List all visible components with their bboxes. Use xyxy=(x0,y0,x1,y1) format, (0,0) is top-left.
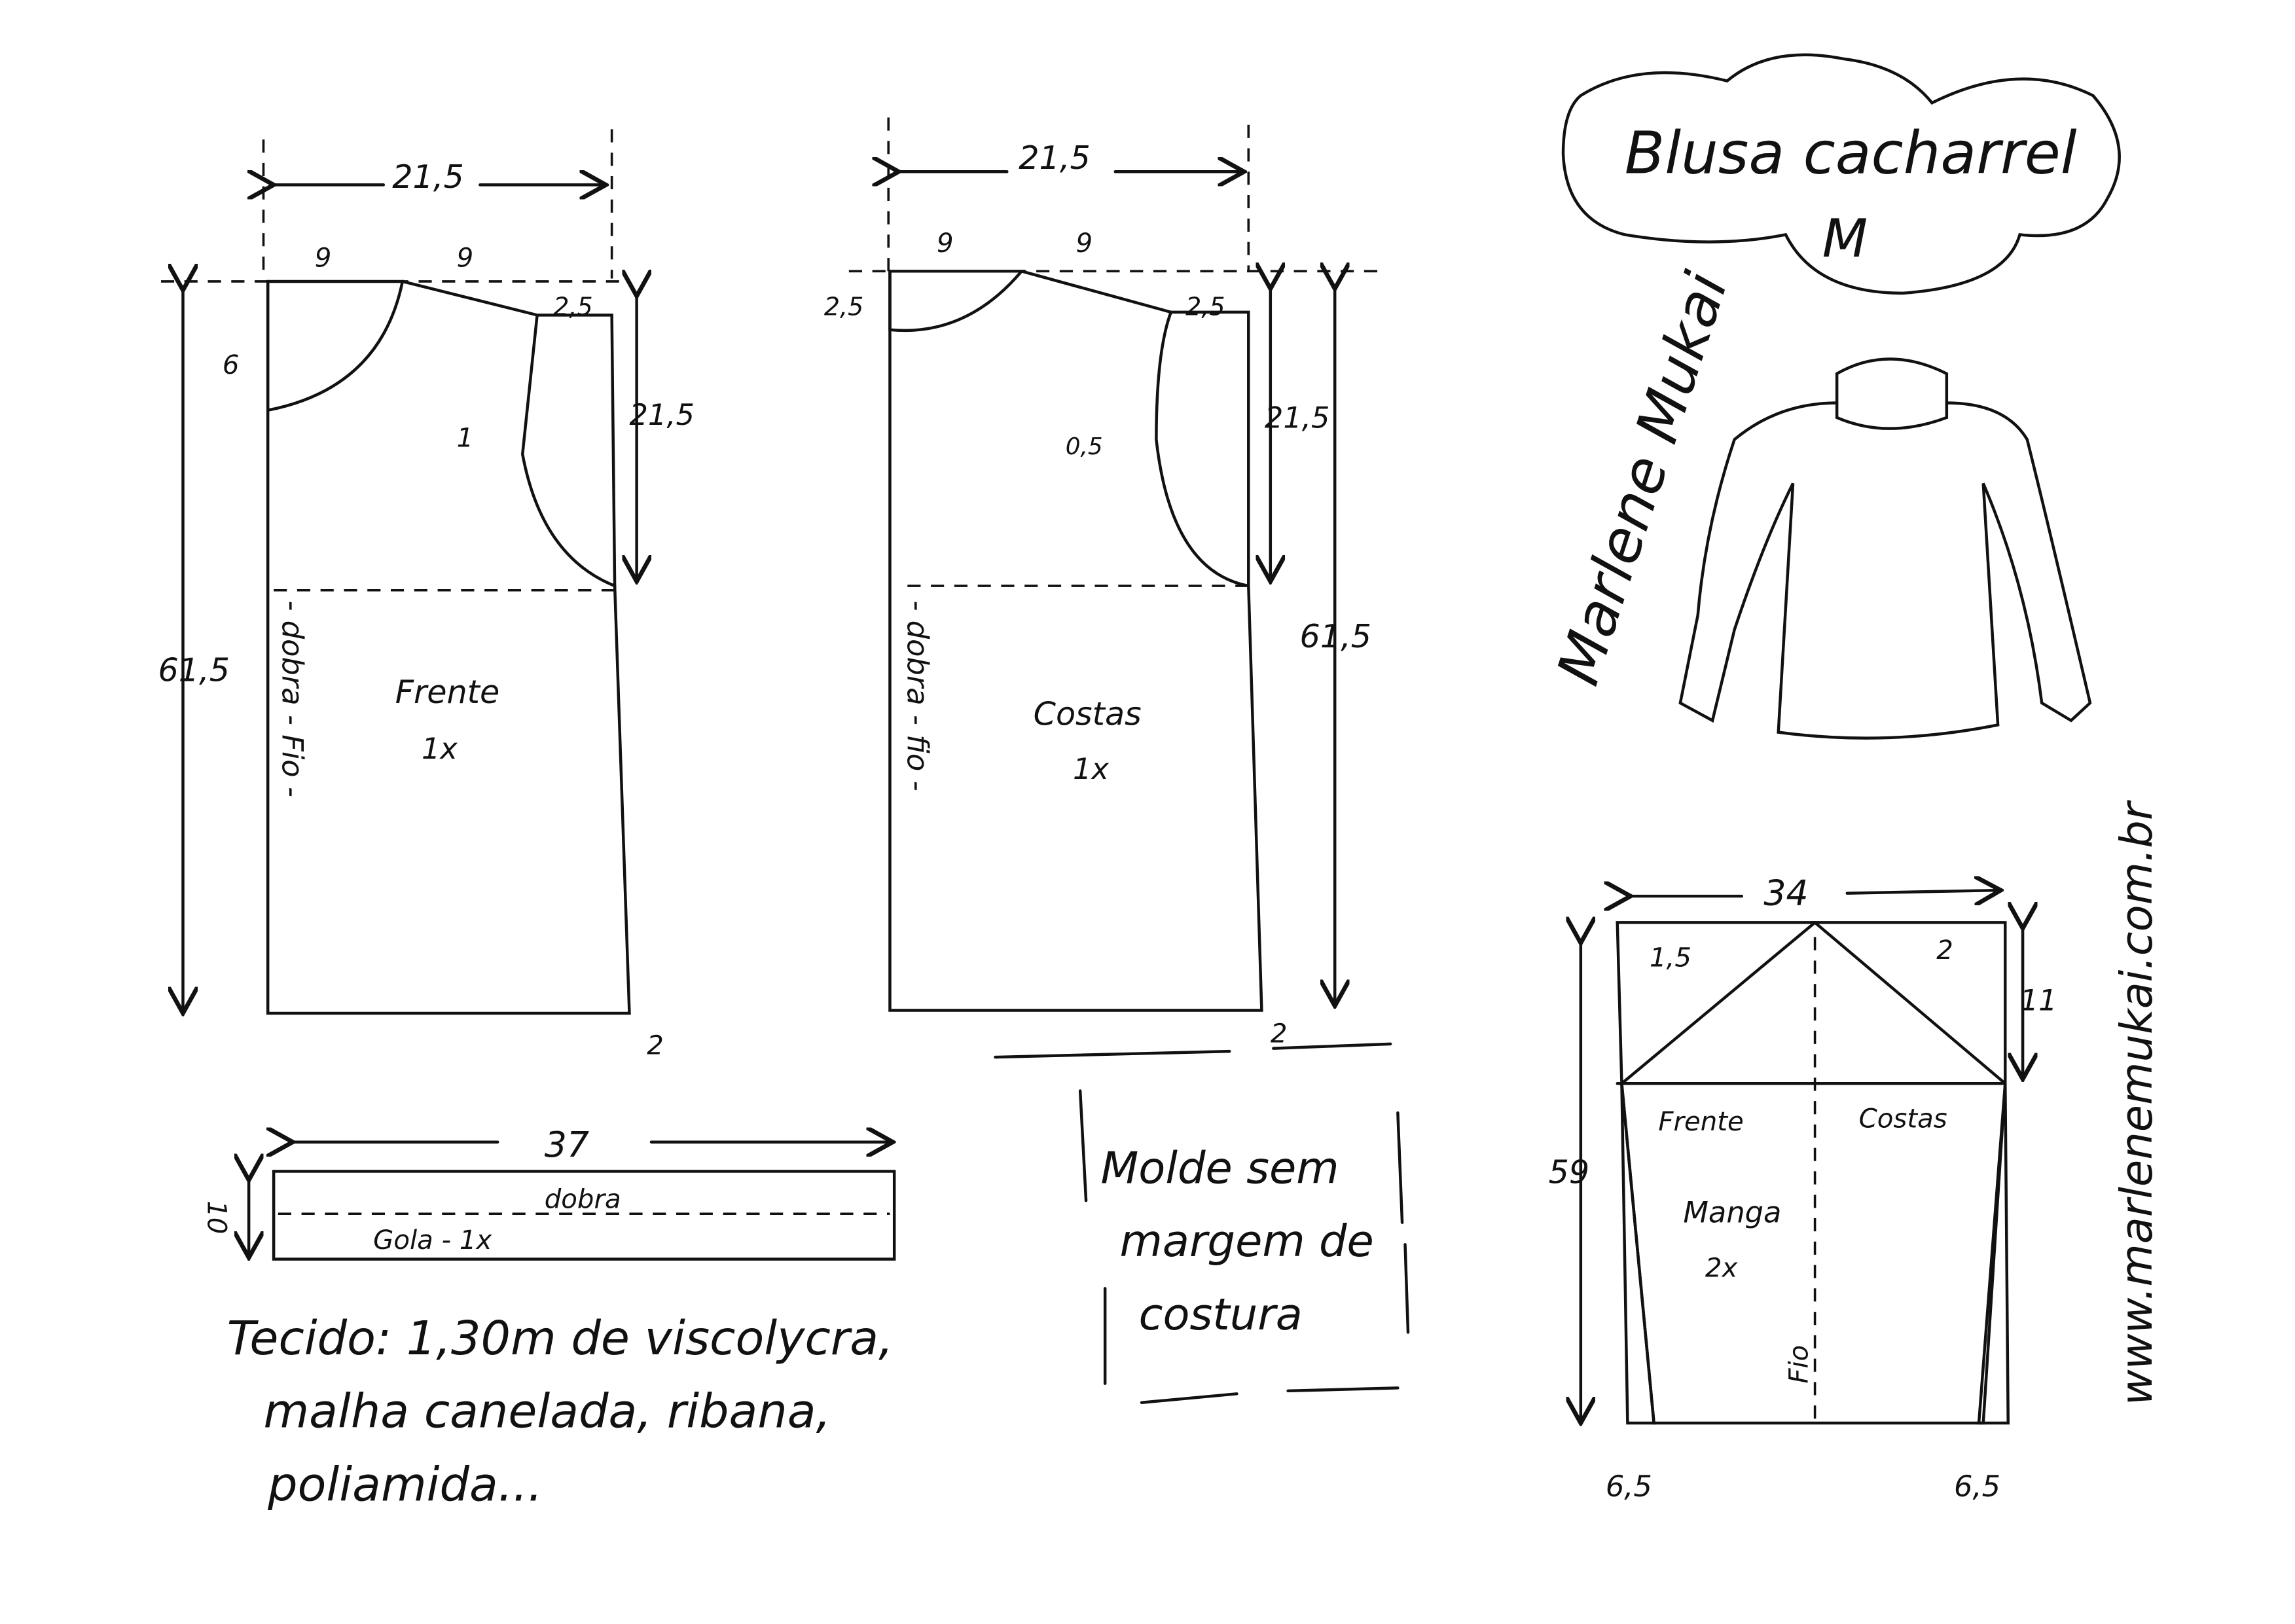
signature: Marlene Mukai xyxy=(1544,264,1741,693)
fabric-note-line1: Tecido: 1,30m de viscolycra, xyxy=(227,1311,894,1365)
front-length-label: 61,5 xyxy=(158,651,230,689)
fabric-note-line3: poliamida... xyxy=(267,1458,543,1512)
size-label: M xyxy=(1822,208,1868,269)
front-armhole-depth-label: 21,5 xyxy=(629,397,695,432)
back-fold-label: - dobra - fio - xyxy=(900,600,935,791)
title-text: Blusa cacharrel xyxy=(1625,119,2077,187)
back-shoulder-width-label: 9 xyxy=(1075,228,1093,259)
sleeve-front-curve-label: 1,5 xyxy=(1650,943,1691,973)
sleeve-back-label: Costas xyxy=(1859,1104,1947,1134)
front-armhole-curve-label: 1 xyxy=(457,424,474,454)
front-shoulder-width-label: 9 xyxy=(457,244,474,274)
sleeve-length-label: 59 xyxy=(1549,1153,1590,1191)
front-piece-qty: 1x xyxy=(422,731,458,766)
fabric-note: Tecido: 1,30m de viscolycra, malha canel… xyxy=(227,1311,894,1512)
turtleneck-sketch xyxy=(1678,357,2092,740)
sleeve-hem-right-label: 6,5 xyxy=(1954,1469,2000,1504)
front-shoulder-drop-label: 2,5 xyxy=(553,292,592,321)
front-fold-label: - dobra - Fio - xyxy=(276,600,310,797)
back-width-label: 21,5 xyxy=(1019,139,1091,177)
sleeve-cap-height-label: 11 xyxy=(2020,983,2057,1017)
front-bodice-pattern: 21,5 9 9 61,5 6 2,5 21,5 1 Frente 1x - d… xyxy=(158,129,695,1061)
back-armhole-curve-label: 0,5 xyxy=(1066,433,1103,460)
sleeve-back-curve-label: 2 xyxy=(1936,935,1953,965)
seam-allowance-note: Molde sem margem de costura xyxy=(994,1042,1410,1404)
collar-pattern: 37 10 dobra Gola - 1x xyxy=(202,1124,896,1261)
back-piece-name: Costas xyxy=(1034,695,1142,732)
sleeve-pattern: 34 59 11 1,5 2 Frente Costas Manga 2x Fi… xyxy=(1549,872,2057,1503)
seam-note-line1: Molde sem xyxy=(1100,1142,1339,1193)
title-cloud: Blusa cacharrel M xyxy=(1561,53,2121,295)
sleeve-width-label: 34 xyxy=(1763,872,1808,913)
sleeve-piece-qty: 2x xyxy=(1705,1253,1739,1283)
collar-fold-label: dobra xyxy=(545,1184,621,1214)
back-neck-depth-label: 2,5 xyxy=(824,292,863,321)
back-length-label: 61,5 xyxy=(1300,617,1372,655)
back-hem-flare-label: 2 xyxy=(1271,1019,1288,1049)
front-neck-depth-label: 6 xyxy=(223,350,240,380)
sleeve-front-label: Frente xyxy=(1658,1107,1743,1137)
back-shoulder-drop-label: 2,5 xyxy=(1185,292,1225,321)
fabric-note-line2: malha canelada, ribana, xyxy=(263,1384,831,1439)
sleeve-piece-name: Manga xyxy=(1683,1195,1781,1230)
collar-height-label: 10 xyxy=(202,1200,232,1234)
back-neck-width-label: 9 xyxy=(937,228,954,259)
back-armhole-depth-label: 21,5 xyxy=(1265,401,1330,435)
front-piece-name: Frente xyxy=(395,673,500,711)
front-neck-width-label: 9 xyxy=(315,244,332,274)
sleeve-grain-label: Fio xyxy=(1784,1345,1814,1384)
back-piece-qty: 1x xyxy=(1073,751,1109,786)
website-label: www.marlenemukai.com.br xyxy=(2111,799,2162,1405)
front-width-label: 21,5 xyxy=(392,158,464,196)
front-hem-flare-label: 2 xyxy=(647,1031,664,1061)
back-bodice-pattern: 21,5 9 9 2,5 2,5 21,5 0,5 61,5 Costas 1x… xyxy=(824,117,1383,1049)
seam-note-line2: margem de xyxy=(1120,1216,1374,1267)
sleeve-hem-left-label: 6,5 xyxy=(1606,1469,1652,1504)
collar-name: Gola - 1x xyxy=(373,1225,492,1255)
collar-width-label: 37 xyxy=(545,1124,589,1165)
seam-note-line3: costura xyxy=(1139,1289,1303,1340)
